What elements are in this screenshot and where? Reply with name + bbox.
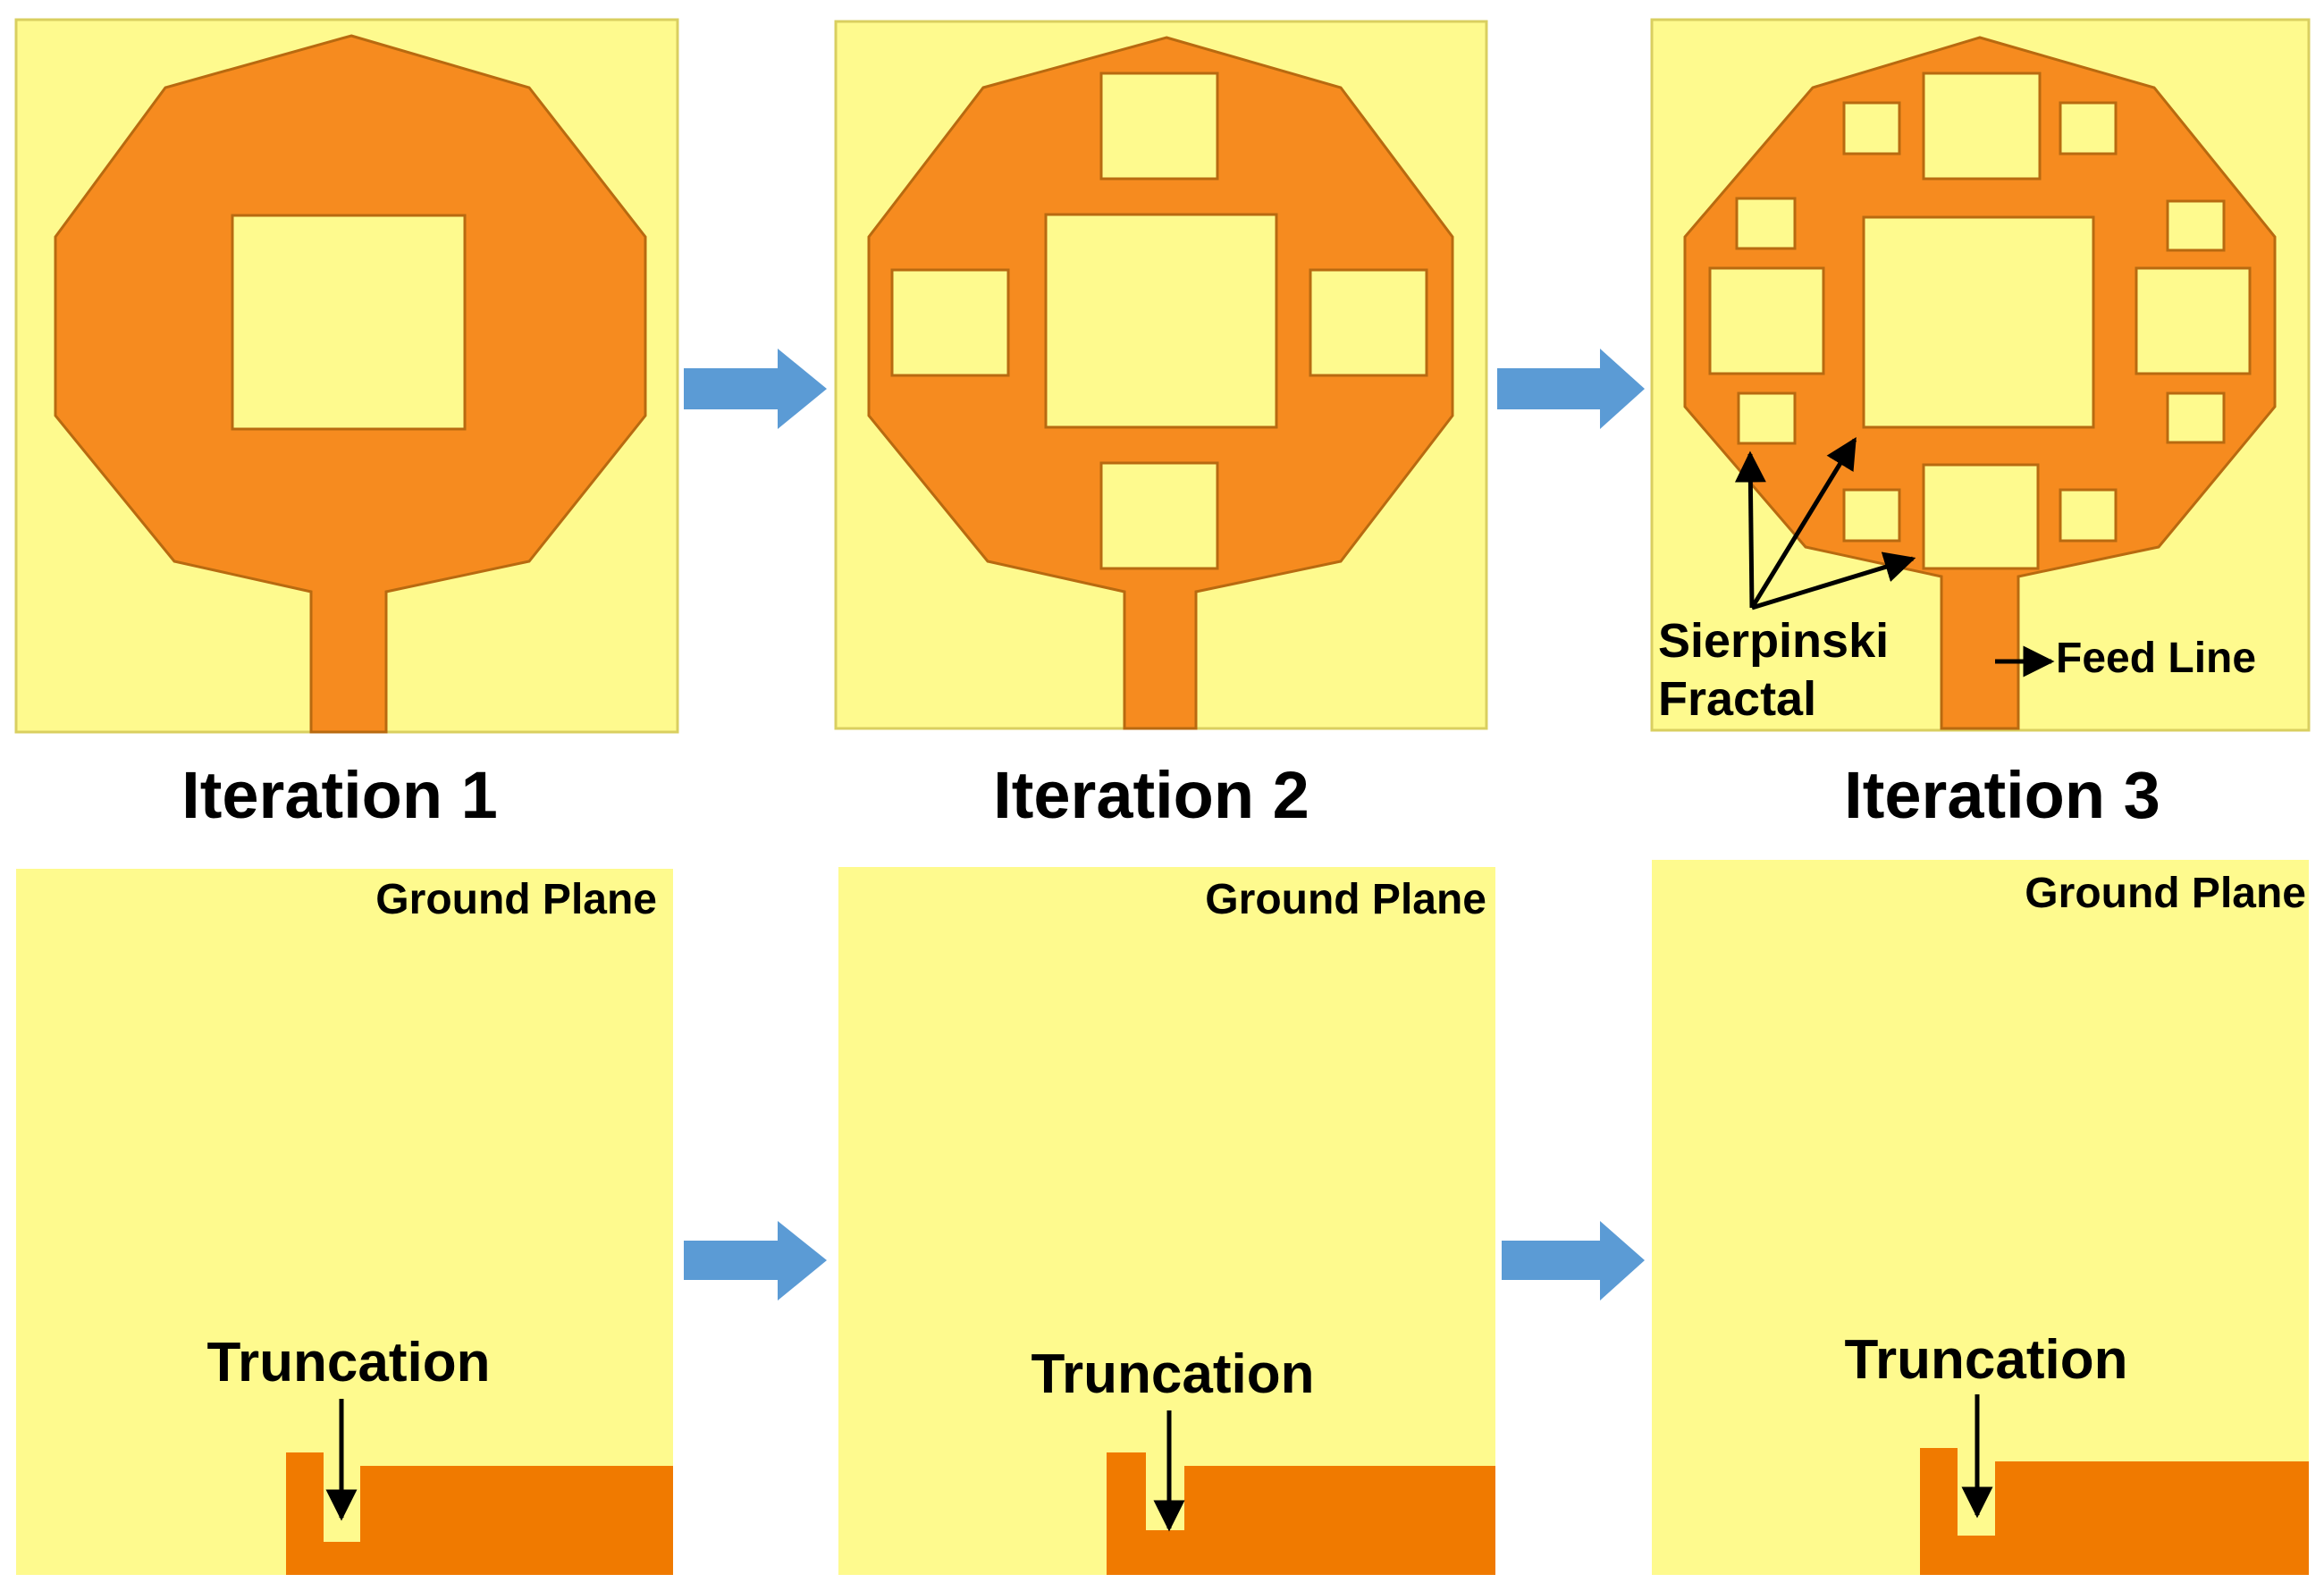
feed-line-label: Feed Line xyxy=(2056,635,2256,682)
top-panel-iteration-1 xyxy=(14,18,679,734)
ground-substrate xyxy=(16,869,673,1575)
right-arrow-icon xyxy=(684,1221,827,1301)
truncation-label: Truncation xyxy=(1031,1343,1315,1405)
bottom-panel-2: Ground Plane Truncation xyxy=(838,867,1495,1575)
fractal-annotation-arrows xyxy=(1734,437,1916,610)
ground-substrate xyxy=(1652,860,2309,1575)
right-arrow-icon xyxy=(1497,349,1645,429)
ground-plane-label: Ground Plane xyxy=(1205,876,1486,923)
iteration-label-3: Iteration 3 xyxy=(1844,758,2160,832)
ground-plane-label: Ground Plane xyxy=(375,876,657,923)
ground-plane-metal xyxy=(286,1452,673,1575)
octagon-patch-fractal-2 xyxy=(867,36,1454,730)
ground-plane-metal xyxy=(1920,1448,2309,1575)
truncation-label: Truncation xyxy=(207,1332,491,1393)
bottom-panel-1: Ground Plane Truncation xyxy=(16,869,673,1575)
fractal-label: Fractal xyxy=(1658,672,1816,726)
iteration-label-2: Iteration 2 xyxy=(993,758,1309,832)
sierpinski-label: Sierpinski xyxy=(1658,614,1889,668)
right-arrow-icon xyxy=(1502,1221,1645,1301)
ground-plane-metal xyxy=(1107,1452,1495,1575)
iteration-label-1: Iteration 1 xyxy=(181,758,498,832)
octagon-patch-fractal-3 xyxy=(1683,36,2277,730)
ground-plane-label: Ground Plane xyxy=(2025,870,2306,917)
right-arrow-icon xyxy=(684,349,827,429)
octagon-patch xyxy=(54,34,647,734)
truncation-label: Truncation xyxy=(1845,1329,2128,1391)
top-panel-iteration-2 xyxy=(834,20,1488,730)
bottom-panel-3: Ground Plane Truncation xyxy=(1652,860,2309,1575)
top-panel-iteration-3: Sierpinski Fractal Feed Line xyxy=(1650,18,2311,732)
